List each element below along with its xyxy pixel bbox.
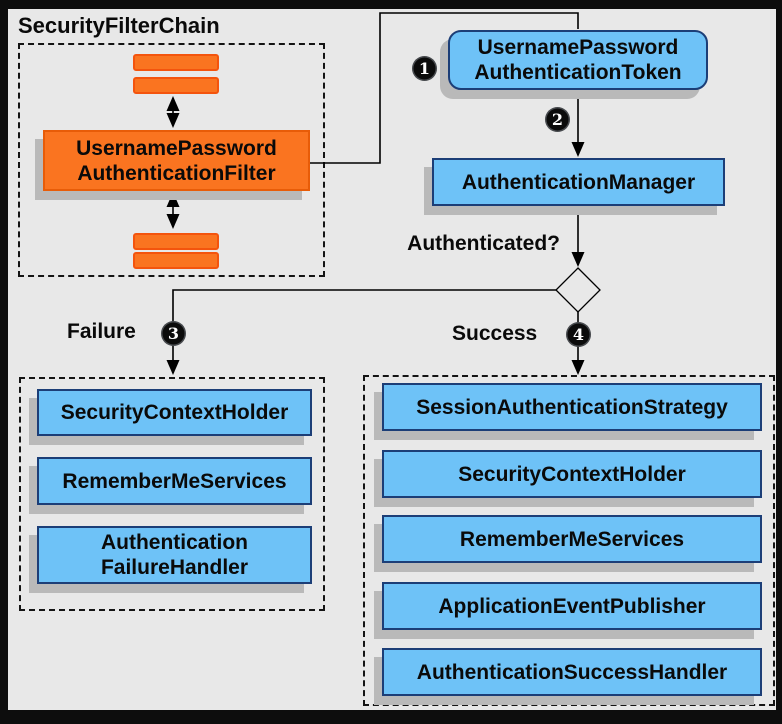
- failure-branch-box: [19, 377, 325, 611]
- step-4-badge: 4: [566, 322, 591, 347]
- step-2-badge: 2: [545, 107, 570, 132]
- success-security-context-holder-label: SecurityContextHolder: [458, 462, 686, 486]
- authentication-manager-label: AuthenticationManager: [461, 170, 696, 194]
- step-1-badge: 1: [412, 56, 437, 81]
- decision-diamond: [555, 267, 601, 313]
- failure-remember-me-services-label: RememberMeServices: [62, 469, 287, 493]
- application-event-publisher-label: ApplicationEventPublisher: [438, 594, 706, 618]
- success-remember-me-services-label: RememberMeServices: [459, 527, 685, 551]
- success-remember-me-services-node: RememberMeServices: [382, 515, 762, 563]
- session-authentication-strategy-node: SessionAuthenticationStrategy: [382, 383, 762, 431]
- failure-label: Failure: [67, 320, 136, 343]
- session-authentication-strategy-label: SessionAuthenticationStrategy: [416, 395, 728, 419]
- authentication-success-handler-node: AuthenticationSuccessHandler: [382, 648, 762, 696]
- failure-security-context-holder-label: SecurityContextHolder: [60, 401, 289, 424]
- filter-to-token-line: [310, 12, 579, 164]
- filter-chain-bar-1: [133, 54, 219, 71]
- success-security-context-holder-node: SecurityContextHolder: [382, 450, 762, 498]
- application-event-publisher-node: ApplicationEventPublisher: [382, 582, 762, 630]
- security-filter-chain-box: [18, 43, 325, 277]
- username-password-authentication-filter-label: UsernamePassword AuthenticationFilter: [76, 136, 277, 185]
- filter-chain-bar-2: [133, 77, 219, 94]
- authentication-manager-node: AuthenticationManager: [432, 158, 725, 206]
- filter-chain-bar-3: [133, 233, 219, 250]
- authentication-failure-handler-label: Authentication FailureHandler: [100, 531, 249, 579]
- diagram-canvas: SecurityFilterChain UsernamePassword Aut…: [8, 9, 776, 710]
- failure-security-context-holder-node: SecurityContextHolder: [37, 389, 312, 436]
- authentication-failure-handler-node: Authentication FailureHandler: [37, 526, 312, 584]
- filter-chain-bar-4: [133, 252, 219, 269]
- security-filter-chain-title: SecurityFilterChain: [18, 13, 220, 38]
- step-3-badge: 3: [161, 321, 186, 346]
- username-password-authentication-token-node: UsernamePassword AuthenticationToken: [448, 30, 708, 90]
- success-branch-box: [363, 375, 775, 706]
- username-password-authentication-filter-node: UsernamePassword AuthenticationFilter: [43, 130, 310, 191]
- success-label: Success: [452, 322, 538, 345]
- username-password-authentication-token-label: UsernamePassword AuthenticationToken: [474, 36, 682, 84]
- authentication-success-handler-label: AuthenticationSuccessHandler: [416, 660, 728, 684]
- failure-remember-me-services-node: RememberMeServices: [37, 457, 312, 505]
- authenticated-question-label: Authenticated?: [407, 232, 560, 255]
